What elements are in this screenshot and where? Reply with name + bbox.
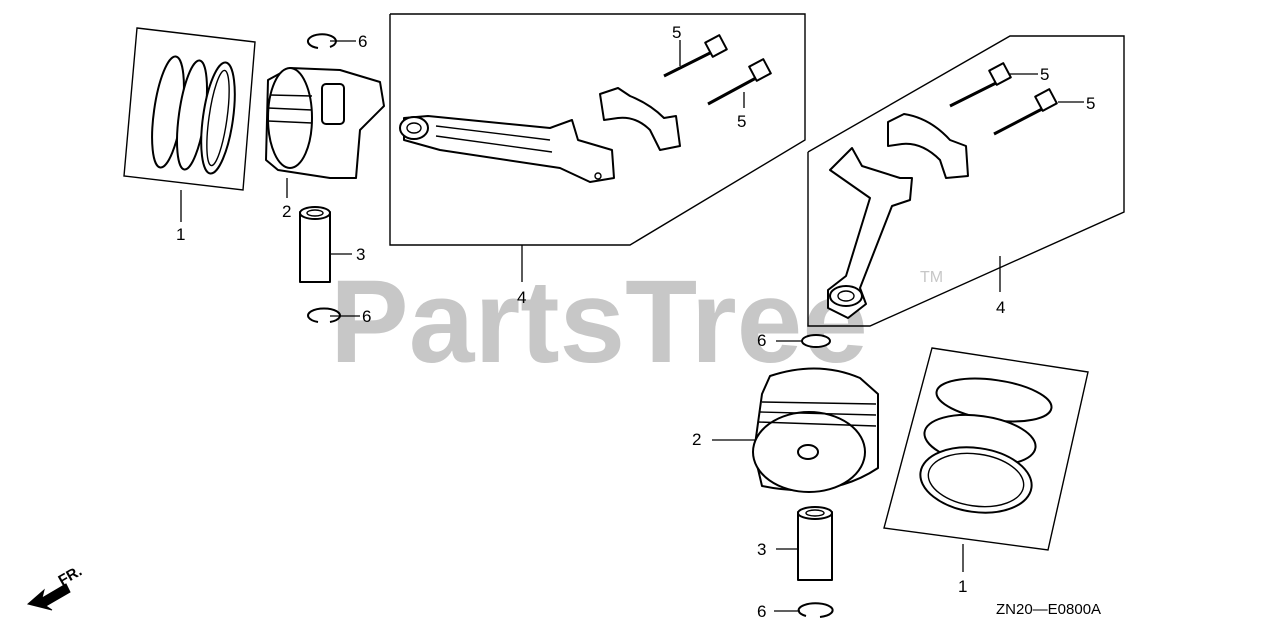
right-clip-bottom[interactable] [797, 602, 834, 618]
callout-left-rings: 1 [176, 225, 185, 244]
left-clip-top[interactable] [306, 33, 337, 49]
right-piston[interactable] [752, 367, 879, 493]
watermark-trademark: TM [920, 269, 943, 286]
direction-label: FR. [56, 563, 85, 590]
arrow-front-icon [26, 583, 71, 611]
center-connecting-rod-kit[interactable] [389, 13, 806, 246]
left-piston-pin[interactable] [299, 206, 331, 283]
right-clip-top[interactable] [801, 334, 831, 348]
center-bolt-bottom[interactable] [707, 58, 772, 106]
callout-right-clip-top: 6 [757, 331, 766, 350]
callout-right-bolt-top: 5 [1040, 65, 1049, 84]
right-connecting-rod-kit[interactable] [807, 35, 1125, 327]
diagram-code: ZN20—E0800A [996, 601, 1101, 618]
callout-left-clip-bottom: 6 [362, 307, 371, 326]
right-piston-rings[interactable] [883, 347, 1089, 551]
left-clip-bottom[interactable] [307, 307, 341, 323]
callout-right-clip-bottom: 6 [757, 602, 766, 621]
callout-right-piston: 2 [692, 430, 701, 449]
right-bolt-top[interactable] [949, 62, 1012, 108]
callout-center-bolt-top: 5 [672, 23, 681, 42]
left-piston[interactable] [265, 67, 385, 179]
callout-left-pin: 3 [356, 245, 365, 264]
callout-left-piston: 2 [282, 202, 291, 221]
callout-right-rings: 1 [958, 577, 967, 596]
callout-center-rod: 4 [517, 288, 526, 307]
left-piston-rings[interactable] [123, 27, 256, 191]
right-bolt-bottom[interactable] [993, 88, 1058, 136]
right-piston-pin[interactable] [797, 506, 833, 581]
callout-right-bolt-bottom: 5 [1086, 94, 1095, 113]
callout-right-pin: 3 [757, 540, 766, 559]
center-bolt-top[interactable] [663, 34, 728, 78]
callout-right-rod: 4 [996, 298, 1005, 317]
callout-center-bolt-bottom: 5 [737, 112, 746, 131]
callout-left-clip-top: 6 [358, 32, 367, 51]
watermark: PartsTree [330, 256, 868, 388]
